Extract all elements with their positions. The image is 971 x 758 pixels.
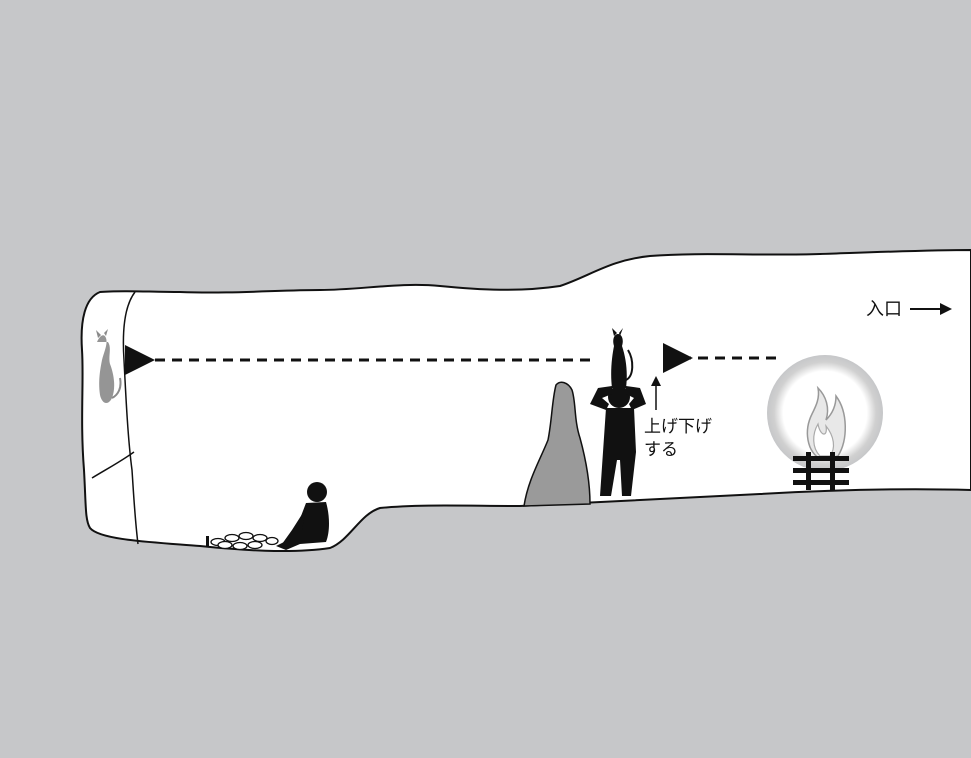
entrance-label: 入口 (866, 299, 902, 320)
wall-crack (91, 451, 135, 479)
stone-circle-icon (206, 531, 279, 551)
raise-arrow-icon (651, 376, 661, 410)
campfire-icon (767, 355, 883, 490)
cat-painting-icon (96, 329, 122, 404)
standing-person-icon (590, 328, 646, 496)
back-wall-line (122, 291, 139, 545)
stalagmite (523, 381, 591, 507)
entrance-arrow-icon (910, 303, 952, 315)
raise-lower-label-line2: する (644, 440, 678, 460)
sitting-person-icon (276, 482, 329, 550)
raise-lower-label-line1: 上げ下げ (644, 417, 712, 437)
cave-interior (80, 248, 971, 553)
